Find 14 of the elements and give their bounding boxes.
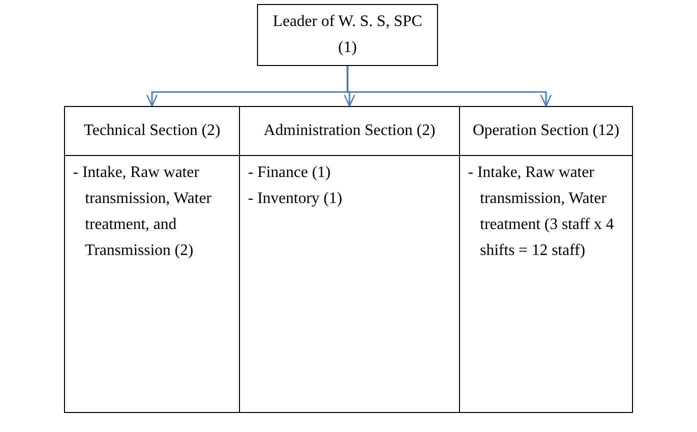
header-text: Administration Section (2)	[264, 121, 436, 141]
section-header-box	[64, 106, 240, 156]
list-cell	[64, 155, 240, 413]
header-text: Technical Section (2)	[84, 121, 220, 141]
list-cell	[459, 155, 633, 413]
list-item: - Finance (1)	[248, 163, 331, 183]
connector-arrow	[346, 66, 552, 107]
section-header-box	[459, 106, 633, 156]
header-text: Leader of W. S. S, SPC (1)	[272, 12, 424, 58]
list-item: - Inventory (1)	[248, 189, 342, 209]
header-text: Operation Section (12)	[472, 121, 620, 141]
leader-box	[257, 4, 438, 66]
list-item: - Intake, Raw water transmission, Water treatment (3 staff x 4 shifts = 12 staff)	[468, 163, 615, 261]
list-item: - Intake, Raw water transmission, Water treatment, and Transmission (2)	[73, 163, 212, 261]
